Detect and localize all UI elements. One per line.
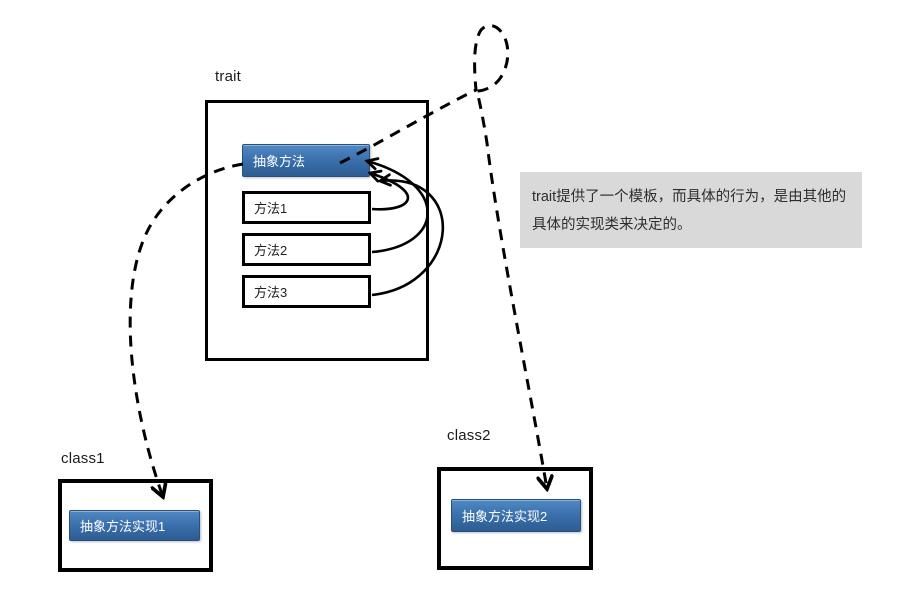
note-box: trait提供了一个模板，而具体的行为，是由其他的具体的实现类来决定的。 [520,172,862,248]
note-text: trait提供了一个模板，而具体的行为，是由其他的具体的实现类来决定的。 [532,189,847,233]
abstract-method-label: 抽象方法 [253,154,306,169]
method2-box: 方法2 [242,233,371,266]
class1-label: class1 [61,450,105,467]
class1-impl-box: 抽象方法实现1 [69,510,200,541]
class2-impl-box: 抽象方法实现2 [451,499,581,532]
class2-label: class2 [447,427,491,444]
method3-label: 方法3 [254,285,288,300]
method1-box: 方法1 [242,191,371,224]
abstract-method-box: 抽象方法 [242,144,370,177]
trait-label: trait [215,68,242,85]
class1-impl-label: 抽象方法实现1 [80,519,166,534]
class2-impl-label: 抽象方法实现2 [462,509,548,524]
trait-box [205,100,429,361]
method1-label: 方法1 [254,201,288,216]
method2-label: 方法2 [254,243,288,258]
method3-box: 方法3 [242,275,371,308]
